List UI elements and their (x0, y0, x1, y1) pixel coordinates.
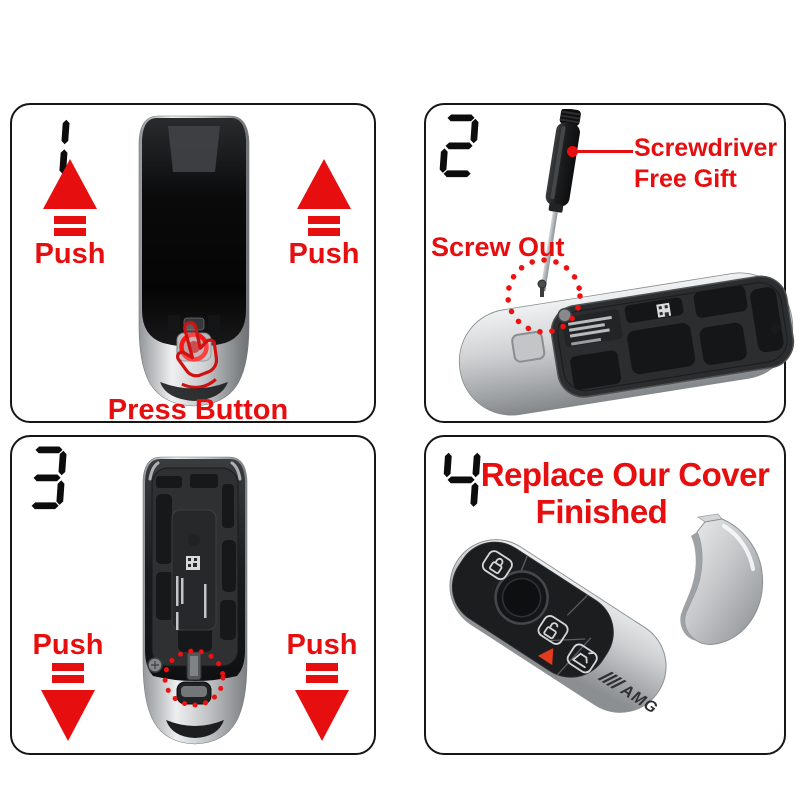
replace-cover-title: Replace Our Cover (480, 456, 770, 493)
latch-highlight-circle (162, 648, 226, 708)
cover-piece-illustration (680, 513, 764, 645)
step-number-2 (439, 114, 479, 178)
keyring-hole (511, 331, 546, 363)
screw (557, 307, 572, 323)
callout-line (575, 150, 633, 153)
finished-title: Finished (535, 493, 668, 530)
step-4-panel: Replace Our Cover Finished (424, 435, 786, 755)
screwdriver-icon (540, 109, 581, 292)
press-finger-icon (175, 321, 219, 390)
push-label-left: Push (32, 629, 104, 661)
push-down-arrow-right-icon (295, 663, 349, 741)
callout-title: Screwdriver (634, 134, 778, 162)
push-up-arrow-right-icon (297, 159, 351, 236)
step-number-4 (443, 452, 481, 507)
step-1-panel: Push Push (10, 103, 376, 426)
push-label-left: Push (34, 238, 106, 270)
panic-triangle-icon (537, 647, 554, 666)
trunk-release-icon (566, 643, 598, 674)
key-fob-front-illustration (138, 115, 250, 407)
callout-subtitle: Free Gift (634, 165, 737, 193)
step-2-panel: Screwdriver Free Gift Screw Out (424, 103, 795, 423)
key-fob-remote-illustration: AMG (449, 539, 667, 718)
screw-out-label: Screw Out (431, 232, 565, 262)
push-down-arrow-left-icon (41, 663, 95, 741)
screwdriver-gift-label: Screwdriver Free Gift (634, 133, 777, 195)
press-button-caption: Press Button (107, 394, 289, 426)
step-number-3 (31, 446, 67, 510)
callout-dot (567, 146, 578, 157)
fob-screen-reflection (168, 126, 220, 172)
lock-icon (481, 550, 513, 581)
push-up-arrow-left-icon (43, 159, 97, 236)
push-label-right: Push (286, 629, 358, 661)
unlock-icon (537, 615, 569, 645)
key-fob-back-open-illustration (458, 272, 795, 416)
key-fob-interior-illustration (142, 456, 248, 745)
push-label-right: Push (288, 238, 360, 270)
screw-highlight-circle (505, 257, 583, 335)
step-3-panel: Push Push (10, 435, 376, 755)
